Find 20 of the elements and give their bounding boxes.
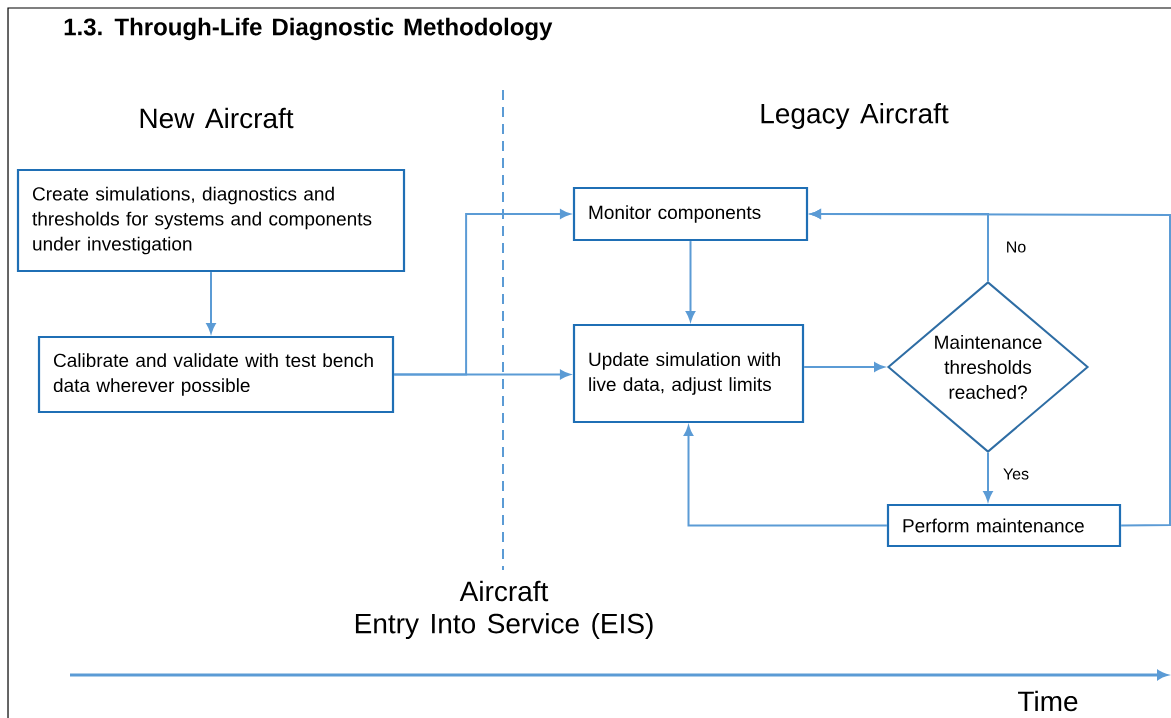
edge-label: No	[1004, 240, 1028, 254]
section-label: Aircraft	[459, 580, 549, 602]
arrow	[803, 362, 885, 372]
section-label: New Aircraft	[140, 107, 294, 129]
arrow	[810, 209, 1171, 527]
arrow	[393, 369, 571, 380]
edge-label: Yes	[1001, 467, 1031, 481]
process-box: Perform maintenance	[886, 503, 1122, 548]
arrow	[685, 240, 696, 322]
process-box: Create simulations, diagnostics and thresholds for systems and components under investigation	[16, 168, 406, 273]
arrow	[983, 452, 993, 502]
title: 1.3. Through-Life Diagnostic Methodology	[64, 17, 553, 41]
arrow	[206, 271, 216, 334]
process-box: Calibrate and validate with test bench data wherever possible	[37, 335, 395, 414]
section-label: Entry Into Service (EIS)	[355, 612, 653, 640]
section-label: Time	[1018, 690, 1078, 712]
process-box: Update simulation with live data, adjust limits	[572, 323, 805, 424]
arrow	[683, 425, 888, 527]
section-label: Legacy Aircraft	[761, 102, 949, 130]
process-box: Monitor components	[572, 186, 809, 242]
